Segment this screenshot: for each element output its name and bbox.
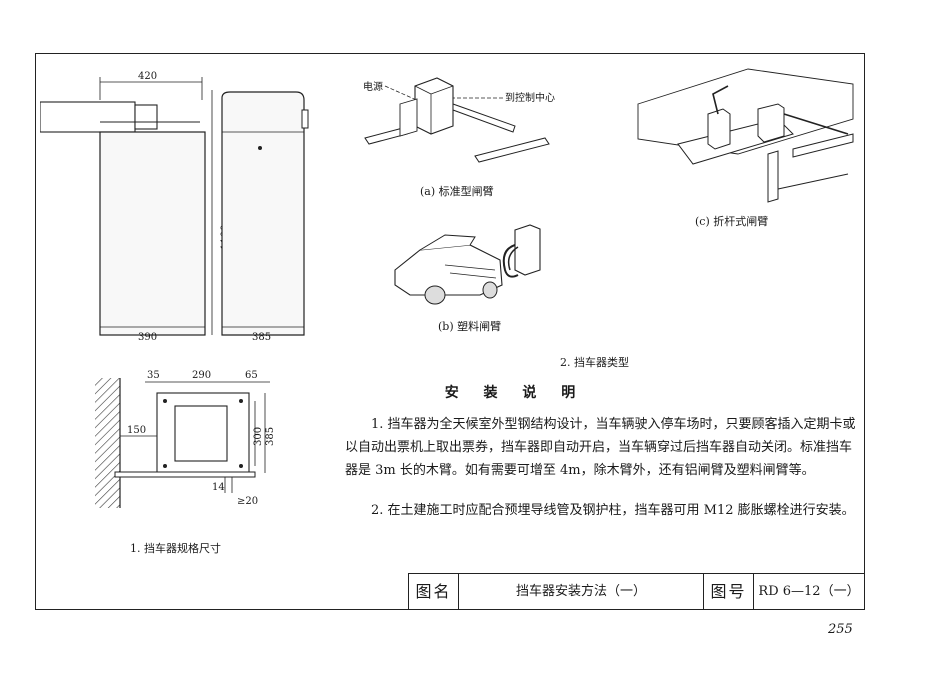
fig2b-caption: (b) 塑料闸臂 — [438, 320, 502, 333]
fig1-base-plan-drawing: 35 290 65 150 300 385 14 ≥20 — [95, 370, 276, 508]
note-paragraph-1: 1. 挡车器为全天候室外型钢结构设计，当车辆驶入停车场时，只要顾客插入定期卡或以… — [345, 417, 856, 478]
label-control: 到控制中心 — [505, 91, 555, 104]
section-title: 安 装 说 明 — [444, 385, 586, 401]
title-block: 图名 挡车器安装方法（一） 图号 RD 6—12（一） — [408, 573, 865, 610]
fig1-caption: 1. 挡车器规格尺寸 — [130, 542, 221, 555]
dim-420: 420 — [138, 71, 157, 82]
title-number-label: 图号 — [704, 574, 754, 609]
dim-385: 385 — [252, 332, 271, 343]
dim-385-plan: 385 — [265, 427, 276, 446]
fig2c-folding-arm-drawing — [637, 68, 854, 203]
title-number-value: RD 6—12（一） — [758, 584, 860, 599]
dim-65: 65 — [245, 370, 258, 381]
fig2b-plastic-arm-drawing — [394, 224, 541, 305]
dim-290: 290 — [192, 370, 211, 381]
note-paragraph-2: 2. 在土建施工时应配合预埋导线管及钢护柱，挡车器可用 M12 膨胀螺栓进行安装… — [371, 503, 855, 518]
dim-300: 300 — [253, 427, 264, 446]
dim-35: 35 — [147, 370, 160, 381]
page-number: 255 — [828, 622, 853, 637]
dim-ge20: ≥20 — [237, 496, 258, 507]
fig2a-standard-arm-drawing: 电源 到控制中心 — [363, 77, 555, 163]
label-power: 电源 — [363, 80, 383, 93]
dim-14: 14 — [212, 482, 225, 493]
fig1-elevation-drawing: 420 1100 390 385 — [40, 71, 309, 343]
fig2-caption: 2. 挡车器类型 — [560, 356, 629, 369]
drawing-frame — [35, 53, 865, 610]
fig2a-caption: (a) 标准型闸臂 — [420, 185, 494, 198]
title-name-value: 挡车器安装方法（一） — [459, 574, 704, 609]
title-name-label: 图名 — [409, 574, 459, 609]
fig2c-caption: (c) 折杆式闸臂 — [695, 215, 769, 228]
dim-390: 390 — [138, 332, 157, 343]
dim-150: 150 — [127, 425, 146, 436]
